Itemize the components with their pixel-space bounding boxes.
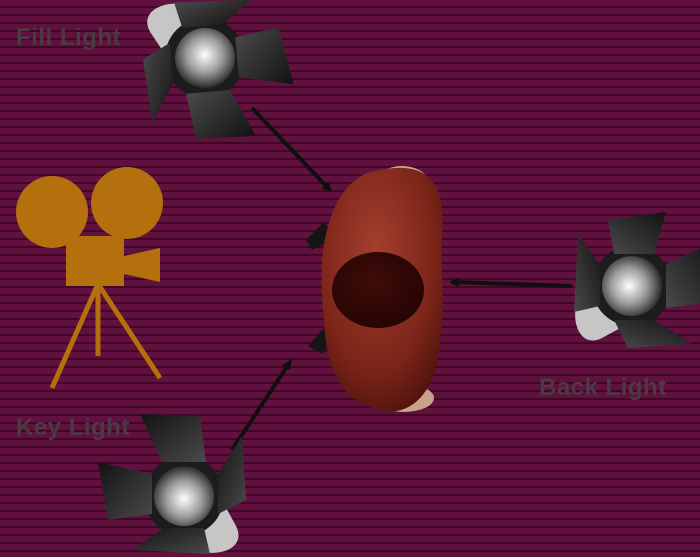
key-light-label: Key Light: [16, 414, 130, 441]
person-top-view-icon: [306, 166, 443, 412]
fill-light-arrow: [250, 106, 333, 193]
back-light-arrow: [449, 277, 573, 288]
movie-camera-icon: [16, 167, 163, 390]
key-light-arrow: [230, 359, 292, 452]
back-light-label: Back Light: [539, 374, 667, 401]
key-light-icon: [98, 414, 246, 554]
fill-light-icon: [142, 0, 294, 140]
back-light-icon: [574, 212, 700, 348]
fill-light-label: Fill Light: [16, 24, 121, 51]
